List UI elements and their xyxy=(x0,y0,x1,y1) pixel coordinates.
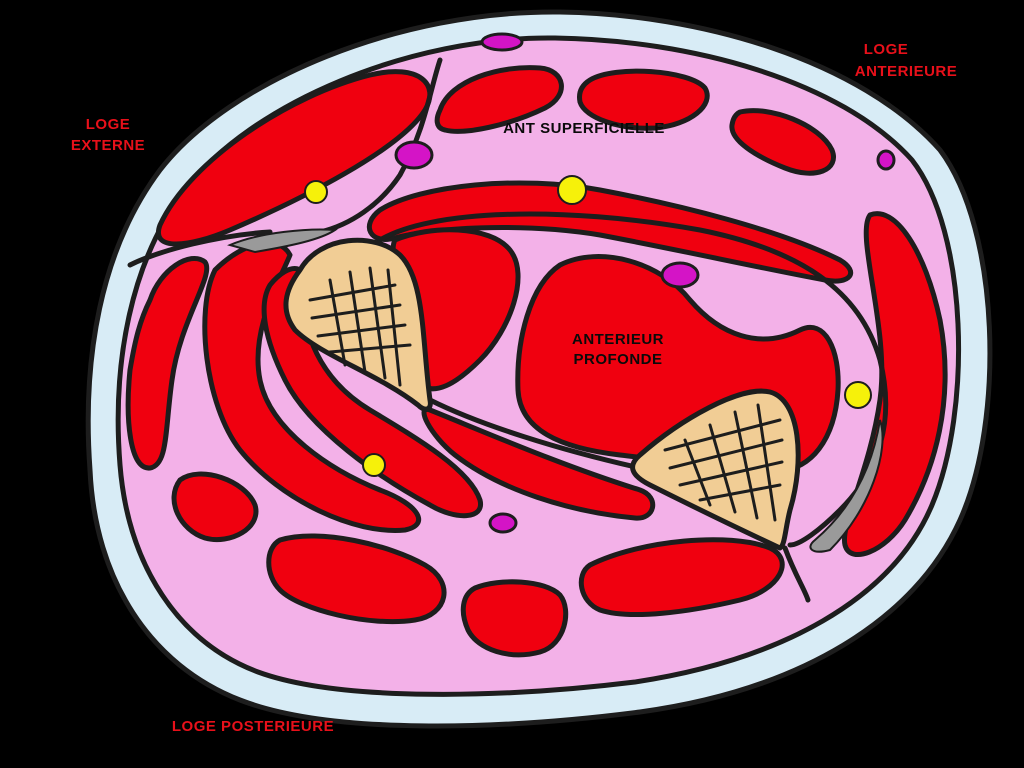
label-loge-externe-1: LOGE xyxy=(86,116,131,133)
septum-intermuscular-3 xyxy=(782,545,811,603)
fascia-grey-left xyxy=(227,228,338,254)
label-ant-superficielle: ANT SUPERFICIELLE xyxy=(503,120,665,137)
nerve-median xyxy=(557,175,587,205)
septum-intermuscular-1 xyxy=(317,57,443,235)
label-loge-anterieure-2: ANTERIEURE xyxy=(855,63,958,80)
septum-intermuscular-2 xyxy=(127,229,273,268)
label-loge-externe-2: EXTERNE xyxy=(71,137,145,154)
muscle-externe-3 xyxy=(171,471,259,542)
bone-radius-trabecular-hatch xyxy=(308,266,412,387)
muscle-ant-sup-2 xyxy=(577,68,710,131)
nerve-interosseous-post xyxy=(362,453,386,477)
interosseous-membrane-lower xyxy=(427,397,643,471)
label-loge-anterieure-1: LOGE xyxy=(864,41,909,58)
label-anterieur-profonde-2: PROFONDE xyxy=(573,351,662,368)
vessel-left xyxy=(394,140,434,170)
label-anterieur-profonde-1: ANTERIEUR xyxy=(572,331,664,348)
muscle-ant-sup-3 xyxy=(729,108,836,176)
label-loge-posterieure: LOGE POSTERIEURE xyxy=(172,718,334,735)
muscle-post-1 xyxy=(266,533,447,625)
muscle-externe-2 xyxy=(125,255,210,471)
vessel-top xyxy=(480,32,524,52)
nerve-radial xyxy=(304,180,328,204)
muscle-post-3 xyxy=(578,537,785,618)
bone-ulna xyxy=(630,388,801,551)
muscle-post-2 xyxy=(460,579,569,658)
vessel-right xyxy=(876,149,896,171)
muscle-post-deep-1 xyxy=(202,240,422,533)
muscle-post-deep-3 xyxy=(421,407,656,521)
vessel-posterior-interosseous xyxy=(488,512,518,534)
nerve-ulnar xyxy=(844,381,872,409)
interosseous-membrane xyxy=(377,211,889,548)
fascia-grey-right xyxy=(809,419,884,553)
vessel-anterior-interosseous xyxy=(660,261,700,289)
bone-ulna-trabecular-hatch xyxy=(663,403,784,522)
muscle-ant-sup-1 xyxy=(434,65,564,134)
